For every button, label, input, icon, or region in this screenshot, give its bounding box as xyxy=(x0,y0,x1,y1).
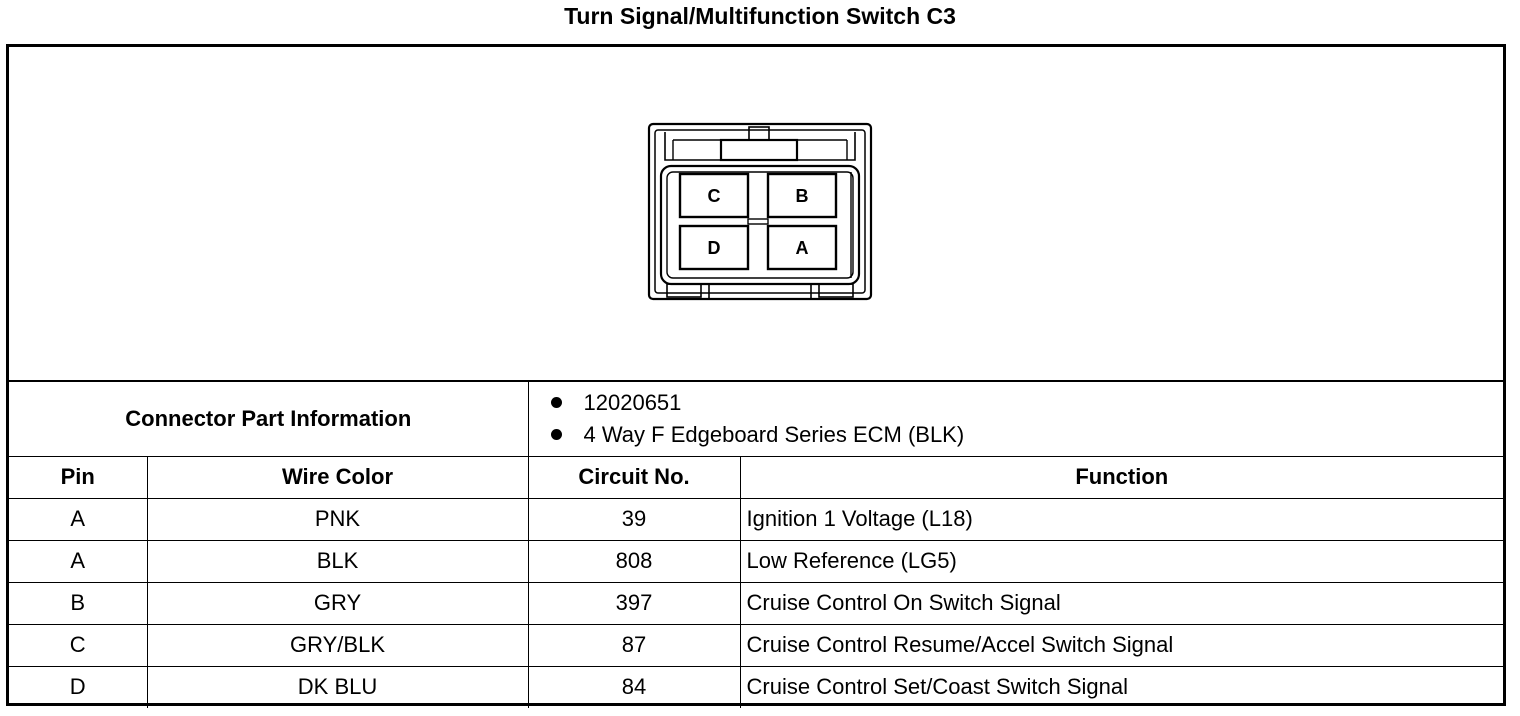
pin-cavity-c xyxy=(678,172,750,219)
connector-face-diagram: C B D A xyxy=(647,122,873,301)
document-title: Turn Signal/Multifunction Switch C3 xyxy=(564,3,956,29)
foot-right xyxy=(818,283,854,298)
cell-wire-color: PNK xyxy=(146,497,529,541)
bullet-icon xyxy=(550,397,562,409)
header-circuit: Circuit No. xyxy=(527,455,741,499)
cell-pin: A xyxy=(9,497,148,541)
part-info-values: 12020651 4 Way F Edgeboard Series ECM (B… xyxy=(527,380,1504,457)
pin-cavity-b xyxy=(766,172,838,219)
cell-circuit: 87 xyxy=(527,623,741,667)
connector-info-table: Connector Part Information 12020651 4 Wa… xyxy=(9,380,1504,708)
cell-pin: D xyxy=(9,665,148,708)
part-info-item: 4 Way F Edgeboard Series ECM (BLK) xyxy=(550,419,1504,451)
header-wire-color: Wire Color xyxy=(146,455,529,499)
pin-label-b: B xyxy=(796,186,809,206)
cell-pin: B xyxy=(9,581,148,625)
latch-tab xyxy=(719,138,799,162)
cell-wire-color: GRY xyxy=(146,581,529,625)
part-description: 4 Way F Edgeboard Series ECM (BLK) xyxy=(583,421,965,447)
cell-function: Ignition 1 Voltage (L18) xyxy=(739,497,1504,541)
cell-wire-color: DK BLU xyxy=(146,665,529,708)
bullet-icon xyxy=(550,429,562,441)
cell-function: Low Reference (LG5) xyxy=(739,539,1504,583)
cell-wire-color: GRY/BLK xyxy=(146,623,529,667)
table-row: D DK BLU 84 Cruise Control Set/Coast Swi… xyxy=(9,665,1504,708)
connector-diagram-area: C B D A xyxy=(9,47,1503,380)
cell-function: Cruise Control Set/Coast Switch Signal xyxy=(739,665,1504,708)
pin-label-d: D xyxy=(708,238,721,258)
cell-pin: A xyxy=(9,539,148,583)
connector-housing-outer xyxy=(647,122,873,301)
table-row: C GRY/BLK 87 Cruise Control Resume/Accel… xyxy=(9,623,1504,667)
header-pin: Pin xyxy=(9,455,148,499)
part-number: 12020651 xyxy=(583,389,682,415)
header-function: Function xyxy=(739,455,1504,499)
table-row: B GRY 397 Cruise Control On Switch Signa… xyxy=(9,581,1504,625)
table-row: A PNK 39 Ignition 1 Voltage (L18) xyxy=(9,497,1504,541)
part-info-item: 12020651 xyxy=(550,387,1504,419)
cell-function: Cruise Control Resume/Accel Switch Signa… xyxy=(739,623,1504,667)
cell-wire-color: BLK xyxy=(146,539,529,583)
cell-pin: C xyxy=(9,623,148,667)
table-row: A BLK 808 Low Reference (LG5) xyxy=(9,539,1504,583)
part-info-list: 12020651 4 Way F Edgeboard Series ECM (B… xyxy=(550,387,1504,451)
part-info-row: Connector Part Information 12020651 4 Wa… xyxy=(9,380,1504,457)
part-info-label: Connector Part Information xyxy=(9,380,529,457)
pin-cavity-a xyxy=(766,224,838,271)
table-header-row: Pin Wire Color Circuit No. Function xyxy=(9,455,1504,499)
cell-circuit: 397 xyxy=(527,581,741,625)
pin-label-a: A xyxy=(796,238,809,258)
cell-circuit: 808 xyxy=(527,539,741,583)
cell-circuit: 39 xyxy=(527,497,741,541)
pin-cavity-d xyxy=(678,224,750,271)
cell-function: Cruise Control On Switch Signal xyxy=(739,581,1504,625)
connector-frame: C B D A Connector Part Information 12020… xyxy=(6,44,1506,708)
cell-circuit: 84 xyxy=(527,665,741,708)
foot-left xyxy=(666,283,702,298)
pin-label-c: C xyxy=(708,186,721,206)
